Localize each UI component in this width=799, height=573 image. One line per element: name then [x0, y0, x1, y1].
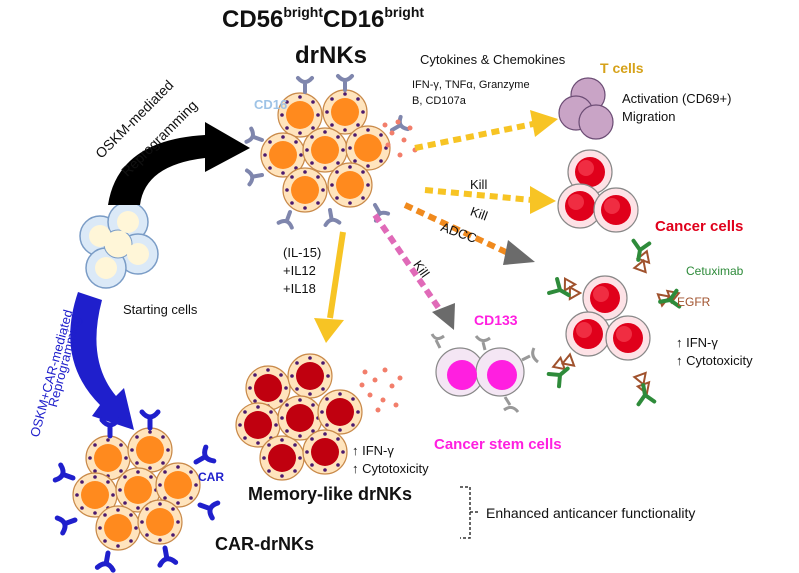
il15-label: (IL-15) — [283, 245, 322, 260]
cancer-cells-top — [557, 149, 639, 233]
starting-cells-cluster — [79, 201, 159, 289]
memory-cytokine-dots — [359, 367, 403, 413]
egfr-label: EGFR — [677, 295, 711, 309]
il18-label: +IL18 — [283, 281, 316, 296]
bracket — [460, 486, 480, 539]
car-reprogramming-arrow — [70, 292, 134, 430]
cd16-label: CD16 — [254, 97, 288, 112]
cytotoxicity-right: ↑ Cytotoxicity — [676, 353, 753, 368]
cytokines-title: Cytokines & Chemokines — [420, 52, 566, 67]
arrow-to-stem — [372, 213, 455, 330]
cytokine-dots — [382, 119, 418, 158]
car-drnk-cluster — [72, 427, 201, 551]
arrow-to-memory — [314, 231, 346, 343]
memory-drnks-label: Memory-like drNKs — [248, 484, 413, 504]
cancer-cells-label: Cancer cells — [655, 218, 744, 235]
arrow-adcc — [403, 202, 535, 265]
oskm-arrow — [108, 122, 250, 205]
ifn-right: ↑ IFN-γ — [676, 335, 718, 350]
arrow-to-tcells — [414, 110, 558, 151]
t-cells — [558, 77, 614, 140]
cancer-stem-label: Cancer stem cells — [434, 436, 562, 453]
arrow-to-cancer-kill — [424, 186, 556, 214]
activation-label: Activation (CD69+) — [622, 91, 732, 106]
cytokines-line2: B, CD107a — [412, 95, 466, 107]
cancer-cells-cetuximab — [546, 238, 682, 407]
cytokines-line1: IFN-γ, TNFα, Granzyme — [412, 79, 530, 91]
page-title: CD56brightCD16bright — [222, 4, 425, 33]
kill-label-1: Kill — [470, 177, 488, 192]
enhanced-label: Enhanced anticancer functionality — [486, 505, 696, 521]
car-drnks-label: CAR-drNKs — [215, 534, 314, 554]
il12-label: +IL12 — [283, 263, 316, 278]
t-cells-label: T cells — [600, 60, 644, 76]
page-title-line2: drNKs — [295, 42, 368, 69]
cytotoxicity-memory: ↑ Cytotoxicity — [352, 461, 429, 476]
cd133-label: CD133 — [474, 312, 518, 328]
migration-label: Migration — [622, 109, 676, 124]
cetuximab-label: Cetuximab — [686, 264, 744, 278]
cancer-stem-cells — [430, 333, 539, 413]
starting-cells-label: Starting cells — [123, 302, 198, 317]
memory-drnk-cluster — [235, 353, 363, 481]
ifn-memory: ↑ IFN-γ — [352, 443, 394, 458]
car-label: CAR — [198, 470, 224, 484]
